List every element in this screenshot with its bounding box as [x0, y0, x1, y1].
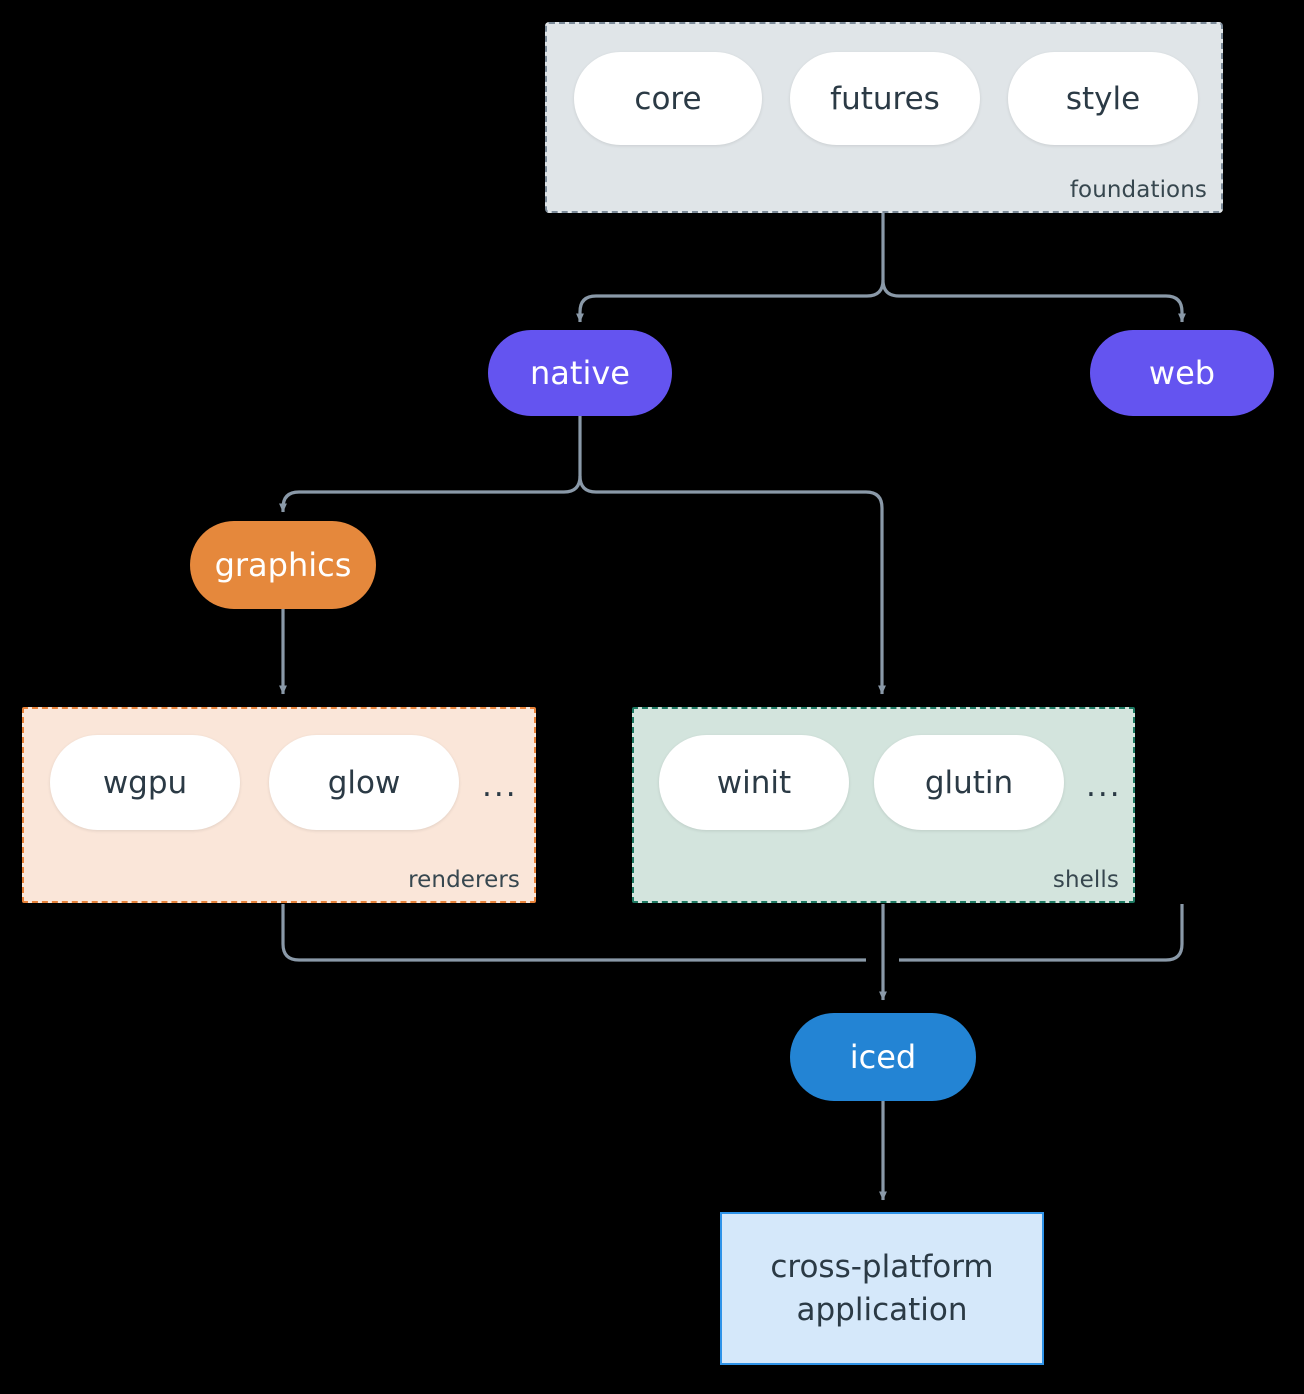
node-core[interactable]: core [574, 52, 762, 145]
node-app-label-line2: application [796, 1291, 968, 1328]
edge-foundations-to-web [881, 279, 1186, 323]
node-web-label: web [1148, 354, 1216, 392]
node-glow-label: glow [327, 764, 401, 801]
edge-renderers-to-iced [281, 904, 866, 962]
renderers-more-ellipsis: ... [482, 768, 518, 804]
node-glow[interactable]: glow [269, 735, 459, 830]
edge-native-to-graphics [279, 475, 582, 513]
node-iced[interactable]: iced [790, 1013, 976, 1101]
node-graphics-label: graphics [214, 546, 352, 584]
node-cross-platform-application[interactable]: cross-platform application [720, 1212, 1044, 1365]
node-native-label: native [530, 354, 630, 392]
node-futures[interactable]: futures [790, 52, 980, 145]
node-web[interactable]: web [1090, 330, 1274, 416]
node-wgpu[interactable]: wgpu [50, 735, 240, 830]
node-glutin[interactable]: glutin [874, 735, 1064, 830]
group-renderers: wgpu glow ... renderers [22, 707, 536, 903]
shells-more-ellipsis: ... [1086, 768, 1122, 804]
node-style-label: style [1065, 80, 1141, 117]
node-app-label-line1: cross-platform [770, 1248, 994, 1285]
node-glutin-label: glutin [924, 764, 1014, 801]
node-iced-label: iced [849, 1038, 917, 1076]
edge-native-to-shells [578, 475, 886, 695]
node-futures-label: futures [830, 80, 940, 117]
node-graphics[interactable]: graphics [190, 521, 376, 609]
edge-foundations-to-native [576, 279, 885, 323]
node-winit-label: winit [716, 764, 792, 801]
node-winit[interactable]: winit [659, 735, 849, 830]
group-foundations: core futures style foundations [545, 22, 1223, 213]
group-shells: winit glutin ... shells [632, 707, 1135, 903]
group-renderers-label: renderers [408, 867, 520, 893]
node-style[interactable]: style [1008, 52, 1198, 145]
group-shells-label: shells [1052, 867, 1119, 893]
edge-web-to-iced [899, 904, 1184, 962]
node-wgpu-label: wgpu [102, 764, 188, 801]
node-core-label: core [634, 80, 702, 117]
node-native[interactable]: native [488, 330, 672, 416]
group-foundations-label: foundations [1069, 177, 1207, 203]
